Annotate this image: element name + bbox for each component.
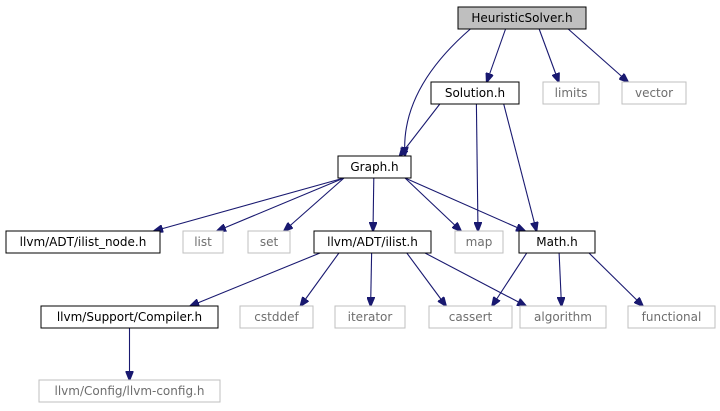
node-box-graph [337, 155, 412, 179]
edge-graph-to-ilist_node [154, 177, 345, 231]
edge-ilist-to-iterator [371, 252, 372, 306]
node-label-set: set [260, 235, 279, 249]
node-box-llvm_config [38, 379, 221, 403]
edge-graph-to-map [404, 177, 461, 231]
node-limits: limits [542, 81, 600, 105]
node-label-ilist: llvm/ADT/ilist.h [327, 235, 418, 249]
edge-ilist-to-cassert [406, 252, 446, 306]
node-label-algorithm: algorithm [534, 310, 592, 324]
node-box-math [518, 230, 596, 254]
node-iterator: iterator [334, 305, 406, 329]
node-label-compiler: llvm/Support/Compiler.h [57, 310, 202, 324]
node-ilist[interactable]: llvm/ADT/ilist.h [313, 230, 432, 254]
node-set: set [247, 230, 291, 254]
edge-ilist-to-algorithm [424, 252, 526, 306]
node-label-graph: Graph.h [350, 160, 398, 174]
node-compiler[interactable]: llvm/Support/Compiler.h [40, 305, 219, 329]
node-label-cassert: cassert [449, 310, 493, 324]
edge-ilist-to-compiler [190, 252, 321, 306]
node-cassert: cassert [428, 305, 513, 329]
node-algorithm: algorithm [519, 305, 607, 329]
node-box-limits [542, 81, 600, 105]
edge-math-to-functional [588, 252, 643, 306]
edge-graph-to-list [217, 177, 345, 231]
node-label-ilist_node: llvm/ADT/ilist_node.h [20, 235, 147, 249]
node-label-limits: limits [555, 86, 588, 100]
edge-heuristic-to-graph [405, 28, 471, 156]
node-label-iterator: iterator [348, 310, 393, 324]
node-label-llvm_config: llvm/Config/llvm-config.h [55, 384, 205, 398]
node-box-cstddef [239, 305, 314, 329]
edge-math-to-algorithm [559, 252, 561, 306]
node-label-cstddef: cstddef [254, 310, 299, 324]
node-cstddef: cstddef [239, 305, 314, 329]
node-label-map: map [466, 235, 493, 249]
node-list: list [182, 230, 224, 254]
edge-heuristic-to-vector [567, 28, 628, 82]
node-box-ilist_node [5, 230, 161, 254]
node-label-list: list [194, 235, 212, 249]
node-ilist_node[interactable]: llvm/ADT/ilist_node.h [5, 230, 161, 254]
node-heuristic[interactable]: HeuristicSolver.h [457, 6, 587, 30]
edge-graph-to-math [404, 177, 525, 231]
node-box-list [182, 230, 224, 254]
node-graph[interactable]: Graph.h [337, 155, 412, 179]
node-math[interactable]: Math.h [518, 230, 596, 254]
edge-ilist-to-cstddef [301, 252, 340, 306]
node-box-functional [627, 305, 716, 329]
node-label-functional: functional [642, 310, 702, 324]
edge-graph-to-set [284, 177, 345, 231]
node-box-ilist [313, 230, 432, 254]
node-box-iterator [334, 305, 406, 329]
node-vector: vector [621, 81, 687, 105]
node-label-math: Math.h [536, 235, 577, 249]
edge-math-to-cassert [492, 252, 528, 306]
node-box-algorithm [519, 305, 607, 329]
node-box-map [454, 230, 504, 254]
edge-heuristic-to-limits [538, 28, 559, 82]
node-solution[interactable]: Solution.h [430, 81, 520, 105]
node-label-solution: Solution.h [445, 86, 505, 100]
node-box-vector [621, 81, 687, 105]
edge-solution-to-map [476, 103, 478, 231]
node-functional: functional [627, 305, 716, 329]
node-box-compiler [40, 305, 219, 329]
node-llvm_config: llvm/Config/llvm-config.h [38, 379, 221, 403]
node-label-heuristic: HeuristicSolver.h [471, 11, 572, 25]
edge-graph-to-ilist [373, 177, 374, 231]
node-label-vector: vector [635, 86, 673, 100]
edge-solution-to-math [503, 103, 537, 231]
node-box-solution [430, 81, 520, 105]
node-map: map [454, 230, 504, 254]
node-box-cassert [428, 305, 513, 329]
edge-solution-to-graph [400, 103, 441, 156]
node-box-heuristic [457, 6, 587, 30]
node-box-set [247, 230, 291, 254]
edge-heuristic-to-solution [487, 28, 507, 82]
